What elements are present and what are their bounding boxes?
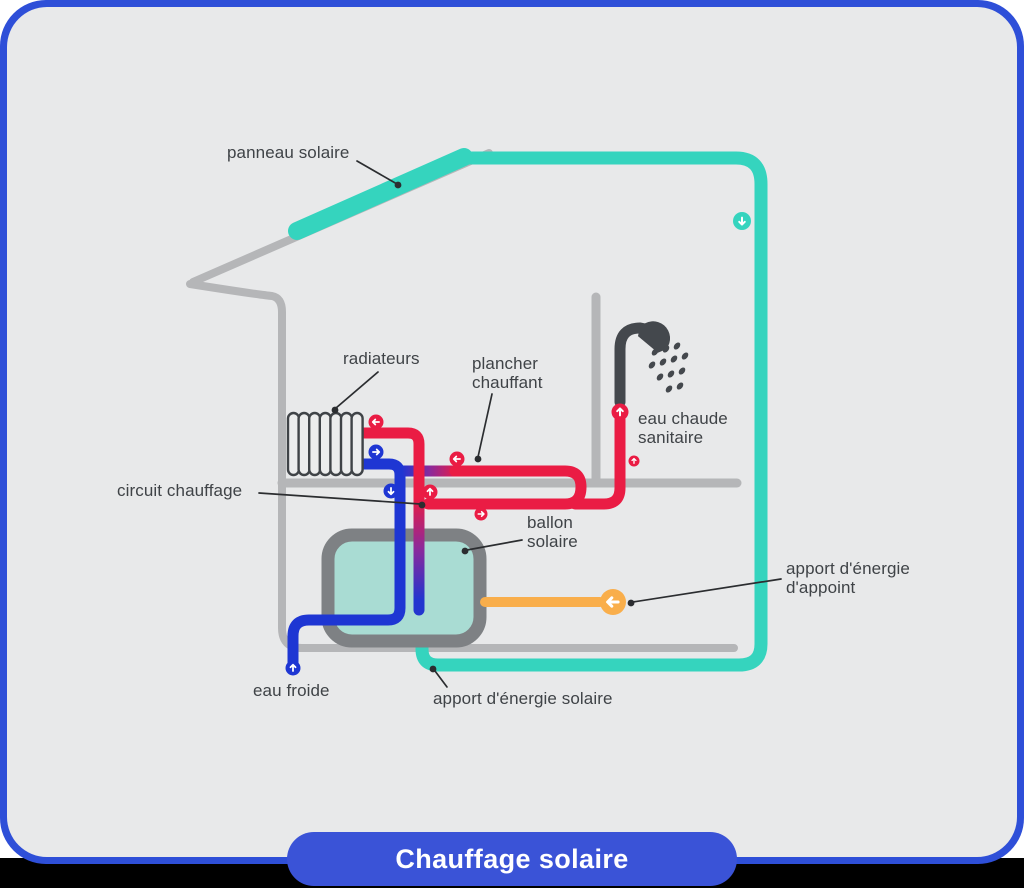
shower-icon xyxy=(614,321,689,408)
flow-up-shower-icon xyxy=(611,403,629,421)
flow-up-supply-icon xyxy=(422,484,438,500)
label-plancher-chauffant: plancher chauffant xyxy=(472,354,543,392)
label-radiateurs: radiateurs xyxy=(343,349,420,368)
flow-left-floor-icon xyxy=(449,451,465,467)
flow-up-riser-icon xyxy=(628,455,640,467)
flow-right-floor-icon xyxy=(474,507,488,521)
cold-water-pipe xyxy=(287,458,406,670)
tank-supply-pipe xyxy=(356,427,425,616)
label-circuit-chauffage: circuit chauffage xyxy=(117,481,243,500)
flow-up-cold-icon xyxy=(285,660,301,676)
water-drops xyxy=(648,342,689,393)
title-banner: Chauffage solaire xyxy=(287,832,737,886)
flow-left-radiator-icon xyxy=(368,414,384,430)
label-pointer-lines xyxy=(258,160,782,688)
heating-circuit-pipes xyxy=(356,414,626,616)
radiator-icon xyxy=(286,411,364,477)
flow-left-backup-icon xyxy=(600,589,626,615)
flow-down-solar-icon xyxy=(733,212,751,230)
flow-down-return-icon xyxy=(383,483,399,499)
label-eau-froide: eau froide xyxy=(253,681,330,700)
label-apport-energie-solaire: apport d'énergie solaire xyxy=(433,689,613,708)
diagram-panel xyxy=(7,7,1017,857)
label-panneau-solaire: panneau solaire xyxy=(227,143,350,162)
solar-panel xyxy=(288,148,473,240)
label-apport-energie-appoint: apport d'énergie d'appoint xyxy=(786,559,910,597)
flow-right-radiator-icon xyxy=(368,444,384,460)
shower-riser-pipe xyxy=(569,414,626,510)
page-title: Chauffage solaire xyxy=(395,843,629,874)
flow-arrow-badges xyxy=(285,212,751,676)
label-ballon-solaire: ballon solaire xyxy=(527,513,578,551)
label-eau-chaude-sanitaire: eau chaude sanitaire xyxy=(638,409,728,447)
solar-circuit-pipe xyxy=(288,148,768,672)
